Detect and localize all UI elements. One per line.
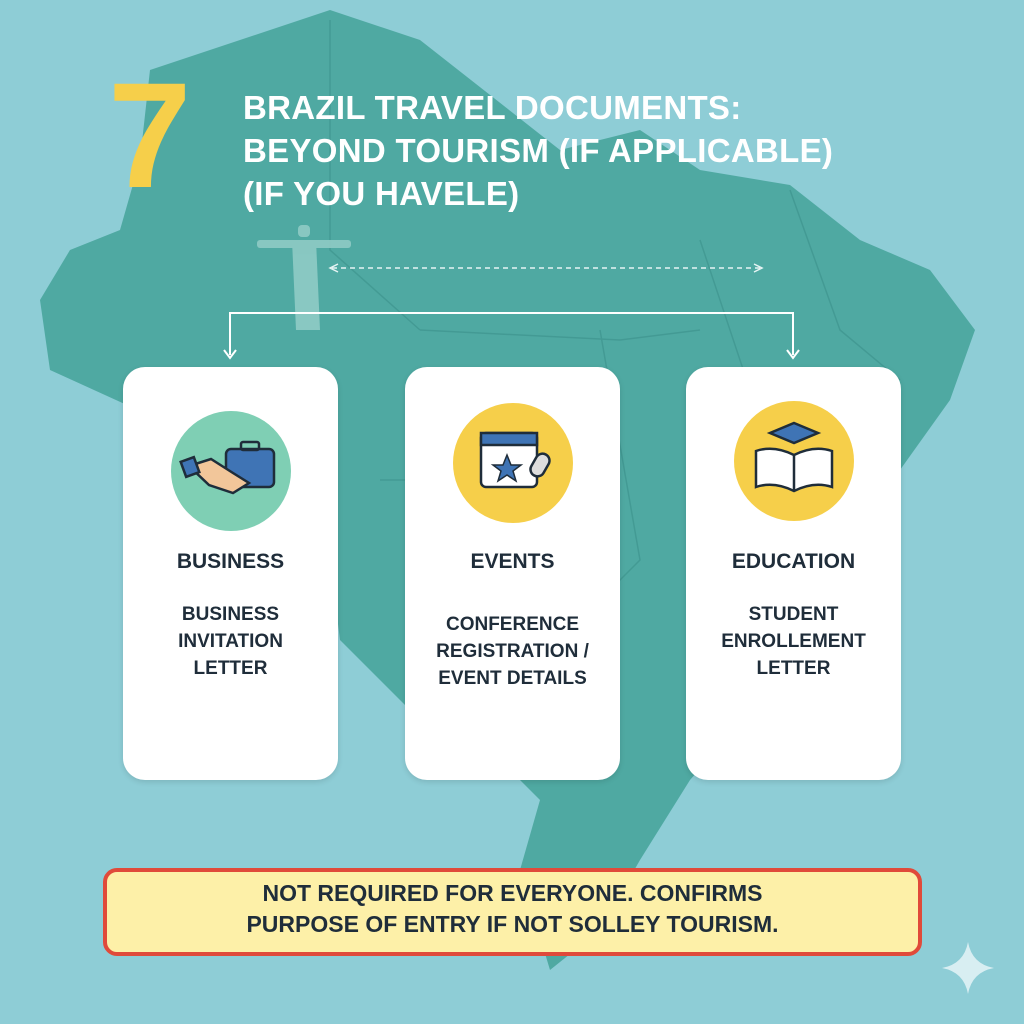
title-line: BRAZIL TRAVEL DOCUMENTS: — [243, 89, 742, 126]
calendar-microphone-icon — [452, 403, 573, 523]
card-education: EDUCATION STUDENT ENROLLEMENT LETTER — [686, 367, 901, 780]
graduation-book-icon — [733, 401, 854, 521]
desc-line: INVITATION — [178, 631, 283, 652]
desc-line: STUDENT — [748, 604, 839, 625]
card-description: STUDENT ENROLLEMENT LETTER — [696, 601, 891, 682]
card-title: EVENTS — [470, 550, 555, 573]
desc-line: LETTER — [756, 658, 831, 679]
page-title: BRAZIL TRAVEL DOCUMENTS: BEYOND TOURISM … — [243, 86, 833, 215]
card-business: BUSINESS BUSINESS INVITATION LETTER — [123, 367, 338, 780]
title-line: (IF YOU HAVELE) — [243, 175, 520, 212]
desc-line: EVENT DETAILS — [438, 668, 587, 689]
christ-redeemer-statue-icon — [257, 225, 351, 330]
banner-line: NOT REQUIRED FOR EVERYONE. CONFIRMS — [262, 880, 763, 906]
banner-line: PURPOSE OF ENTRY IF NOT SOLLEY TOURISM. — [246, 911, 779, 937]
desc-line: CONFERENCE — [445, 614, 579, 635]
section-number: 7 — [108, 51, 192, 219]
card-description: BUSINESS INVITATION LETTER — [133, 601, 328, 682]
desc-line: BUSINESS — [181, 604, 280, 625]
desc-line: LETTER — [193, 658, 268, 679]
card-title: EDUCATION — [731, 550, 856, 573]
desc-line: ENROLLEMENT — [721, 631, 866, 652]
desc-line: REGISTRATION / — [436, 641, 589, 662]
card-events: EVENTS CONFERENCE REGISTRATION / EVENT D… — [405, 367, 620, 780]
card-title: BUSINESS — [176, 550, 285, 573]
note-banner: NOT REQUIRED FOR EVERYONE. CONFIRMS PURP… — [103, 868, 922, 956]
card-description: CONFERENCE REGISTRATION / EVENT DETAILS — [415, 611, 610, 692]
handshake-briefcase-icon — [170, 411, 291, 531]
connector-arrow — [229, 312, 794, 355]
sparkle-icon — [942, 942, 994, 994]
title-line: BEYOND TOURISM (IF APPLICABLE) — [243, 132, 834, 169]
